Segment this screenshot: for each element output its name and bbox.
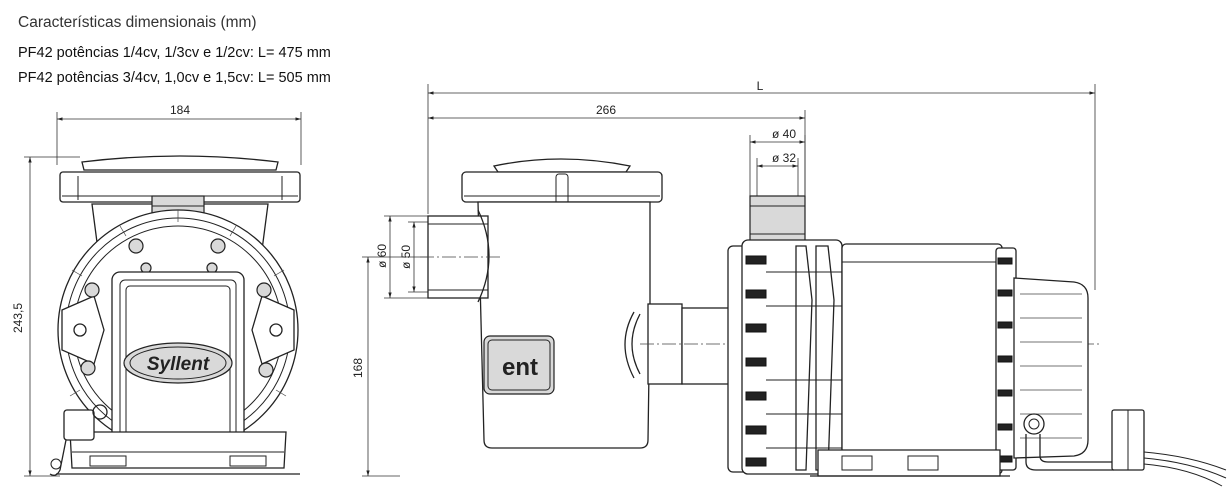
- front-height-dimension: 243,5: [11, 156, 80, 477]
- side-volute-housing: [741, 239, 843, 475]
- outlet-inner-diameter-label: ø 32: [772, 151, 796, 165]
- front-logo-badge: [123, 342, 233, 384]
- outlet-outer-diameter-label: ø 40: [772, 127, 796, 141]
- side-logo-label: [483, 335, 555, 395]
- front-lid-dome: [81, 155, 279, 171]
- side-end-cap-fins: [997, 257, 1013, 463]
- side-outlet-pipe: [749, 195, 806, 245]
- spec-line-large-motors: PF42 potências 3/4cv, 1,0cv e 1,5cv: L= …: [18, 70, 331, 86]
- side-view: L 266 ø 40 ø 32 ø 60 ø 50: [351, 79, 1227, 487]
- inlet-height-dimension: 168: [351, 256, 430, 477]
- side-basket: [477, 201, 651, 449]
- side-logo-text: ent: [502, 354, 538, 381]
- basket-length-dimension: 266: [428, 103, 806, 195]
- inlet-outer-diameter-label: ø 60: [375, 244, 389, 268]
- front-flange-ribs: [69, 210, 287, 397]
- page-title: Características dimensionais (mm): [18, 14, 257, 31]
- side-fan-cover-ribs: [1020, 293, 1082, 439]
- inlet-height-label: 168: [351, 358, 365, 378]
- side-fan-cover: [1013, 277, 1089, 459]
- total-length-dimension: L: [427, 79, 1096, 290]
- front-flange-lugs: [61, 295, 295, 365]
- basket-length-label: 266: [596, 103, 616, 117]
- inlet-diameter-dimensions: ø 60 ø 50: [375, 215, 430, 299]
- spec-line-small-motors: PF42 potências 1/4cv, 1/3cv e 1/2cv: L= …: [18, 45, 331, 61]
- side-volute-fins: [745, 245, 842, 471]
- front-logo-text: Syllent: [147, 354, 210, 375]
- front-base: [69, 431, 287, 469]
- side-motor-base: [817, 449, 1001, 477]
- total-length-label: L: [757, 79, 764, 93]
- side-motor-body: [841, 243, 1003, 475]
- front-view: 184 243,5: [11, 103, 302, 477]
- front-height-label: 243,5: [11, 303, 25, 333]
- front-width-label: 184: [170, 103, 190, 117]
- side-lid-dome: [492, 158, 632, 173]
- side-lid: [461, 171, 663, 203]
- front-width-dimension: 184: [56, 103, 302, 165]
- side-cable-gland: [1023, 409, 1227, 487]
- outlet-diameter-dimensions: ø 40 ø 32: [749, 127, 806, 198]
- front-drain-fitting: [49, 404, 108, 476]
